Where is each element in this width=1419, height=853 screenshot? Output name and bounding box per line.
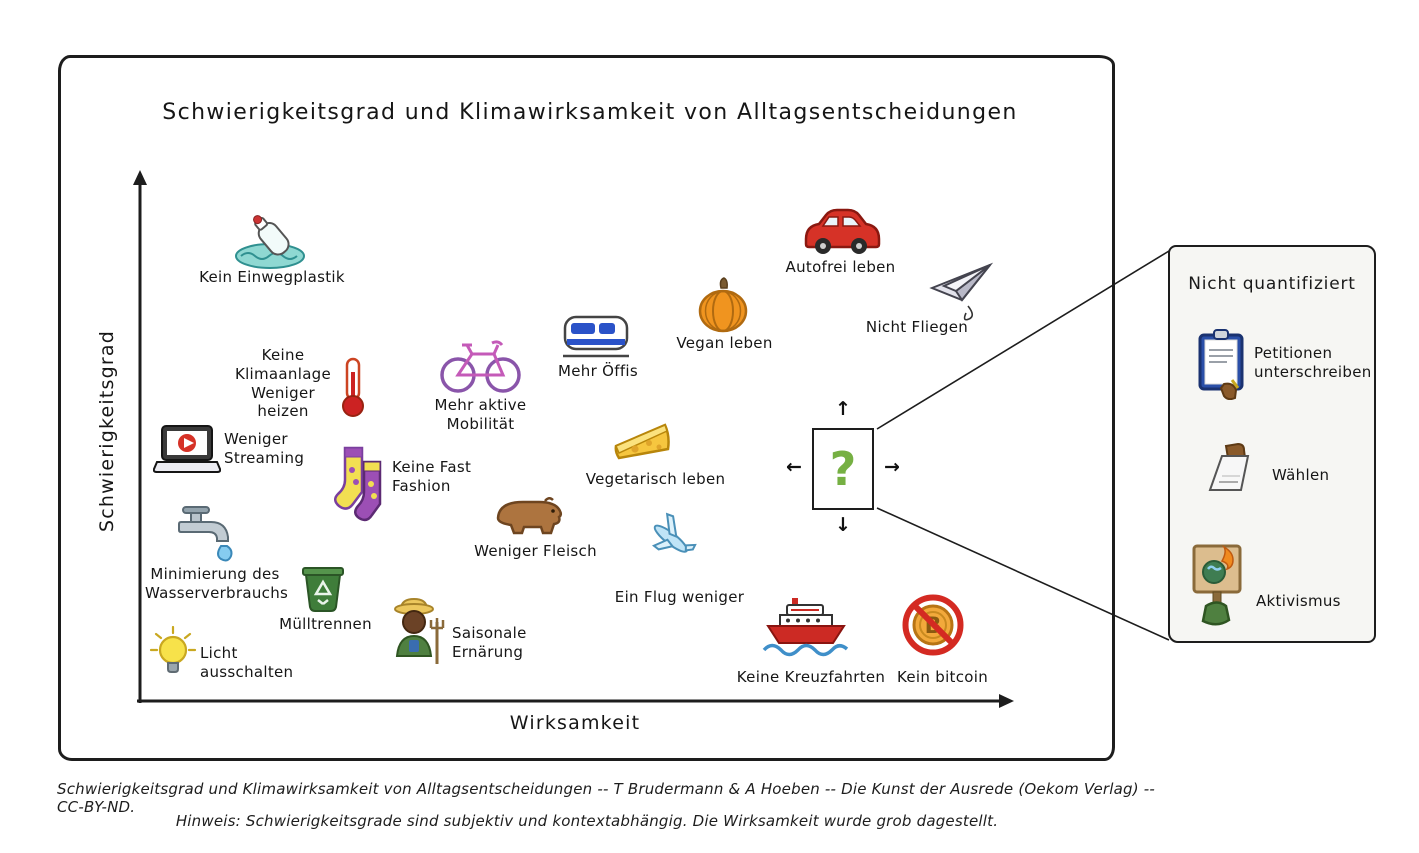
side-panel-title: Nicht quantifiziert bbox=[1188, 274, 1356, 294]
caption-note: Hinweis: Schwierigkeitsgrade sind subjek… bbox=[175, 812, 999, 830]
item-label-licht-ausschalten: Licht ausschalten bbox=[200, 644, 294, 681]
question-mark: ? bbox=[829, 442, 857, 496]
item-label-weniger-fleisch: Weniger Fleisch bbox=[474, 542, 597, 560]
item-label-vegan-leben: Vegan leben bbox=[676, 334, 773, 352]
y-axis-label: Schwierigkeitsgrad bbox=[96, 329, 118, 533]
laptop-icon bbox=[153, 424, 221, 476]
item-label-weniger-streaming: Weniger Streaming bbox=[224, 430, 305, 467]
item-label-saisonale-ernaerung: Saisonale Ernärung bbox=[452, 624, 527, 661]
socks-icon bbox=[333, 444, 391, 526]
lightbulb-icon bbox=[149, 626, 197, 676]
panel-label-petitionen: Petitionen unterschreiben bbox=[1254, 344, 1372, 381]
item-label-keine-klimaanlage: Keine Klimaanlage Weniger heizen bbox=[234, 346, 332, 421]
train-icon bbox=[562, 314, 630, 362]
bicycle-icon bbox=[438, 328, 523, 394]
item-label-kein-einwegplastik: Kein Einwegplastik bbox=[199, 268, 345, 286]
car-icon bbox=[798, 203, 882, 257]
arrow-left-icon: ← bbox=[786, 456, 802, 478]
panel-label-waehlen: Wählen bbox=[1272, 466, 1330, 484]
paper-plane-icon bbox=[928, 260, 996, 324]
plastic-bottle-icon bbox=[233, 210, 308, 272]
farmer-icon bbox=[388, 596, 446, 668]
item-label-autofrei-leben: Autofrei leben bbox=[785, 258, 896, 276]
recycling-bin-icon bbox=[297, 560, 349, 612]
arrow-right-icon: → bbox=[884, 456, 900, 478]
airplane-icon bbox=[638, 512, 700, 570]
thermometer-icon bbox=[338, 356, 368, 418]
ballot-hand-icon bbox=[1202, 442, 1258, 494]
item-label-mehr-oeffis: Mehr Öffis bbox=[558, 362, 638, 380]
item-label-vegetarisch-leben: Vegetarisch leben bbox=[585, 470, 726, 488]
cruise-ship-icon bbox=[762, 596, 850, 658]
pumpkin-icon bbox=[697, 276, 749, 334]
petition-clipboard-icon bbox=[1196, 328, 1248, 400]
cheese-icon bbox=[613, 416, 671, 464]
item-label-mehr-aktive-mobilitaet: Mehr aktive Mobilität bbox=[434, 396, 527, 433]
arrow-down-icon: ↓ bbox=[835, 514, 851, 536]
question-box: ? bbox=[812, 428, 874, 510]
arrow-up-icon: ↑ bbox=[835, 398, 851, 420]
item-label-keine-fast-fashion: Keine Fast Fashion bbox=[392, 458, 472, 495]
x-axis-label: Wirksamkeit bbox=[509, 712, 641, 734]
item-label-keine-kreuzfahrten: Keine Kreuzfahrten bbox=[736, 668, 886, 686]
faucet-icon bbox=[176, 506, 238, 562]
item-label-ein-flug-weniger: Ein Flug weniger bbox=[614, 588, 745, 606]
page-title: Schwierigkeitsgrad und Klimawirksamkeit … bbox=[162, 100, 1018, 125]
item-label-muelltrennen: Mülltrennen bbox=[279, 615, 372, 633]
capybara-icon bbox=[492, 490, 570, 538]
bitcoin-prohibited-icon: B bbox=[902, 594, 964, 656]
caption-attribution: Schwierigkeitsgrad und Klimawirksamkeit … bbox=[57, 780, 1155, 816]
protest-sign-icon bbox=[1188, 540, 1248, 628]
item-label-kein-bitcoin: Kein bitcoin bbox=[896, 668, 989, 686]
item-label-minimierung-wasserverbrauch: Minimierung des Wasserverbrauchs bbox=[145, 565, 289, 602]
panel-label-aktivismus: Aktivismus bbox=[1256, 592, 1341, 610]
item-label-nicht-fliegen: Nicht Fliegen bbox=[865, 318, 969, 336]
